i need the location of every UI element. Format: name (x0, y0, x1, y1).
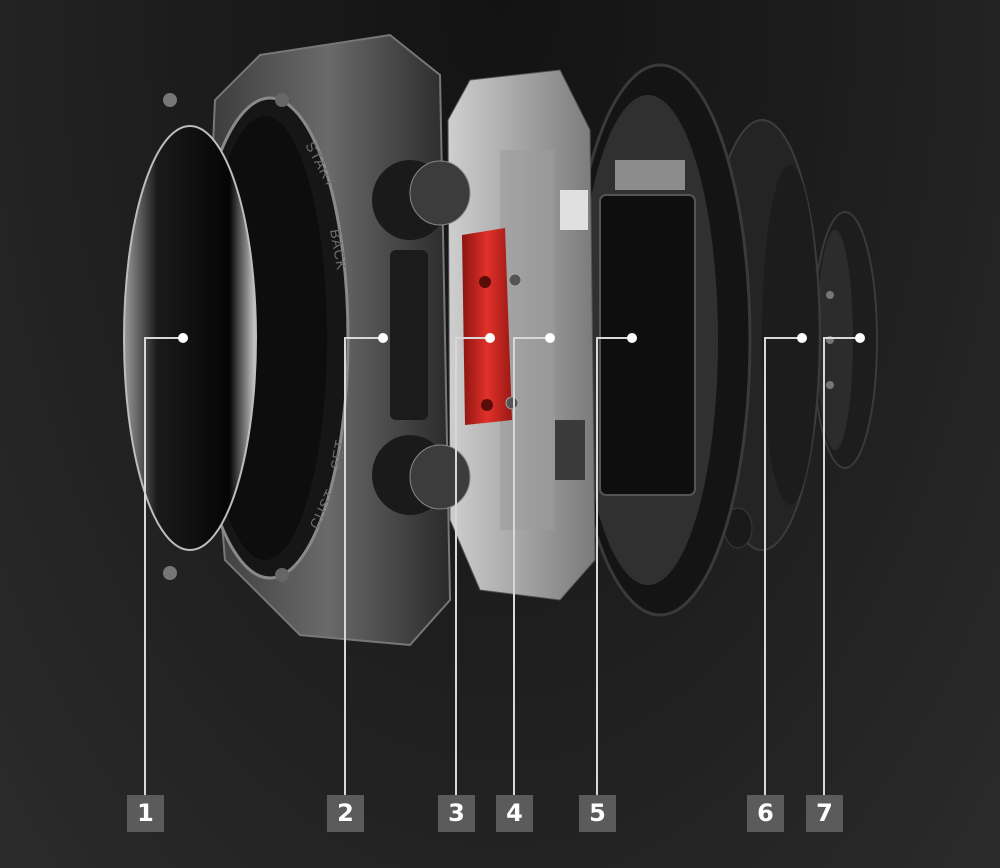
case-label-set: SET (327, 438, 348, 471)
leader-dots (178, 333, 865, 343)
callout-2: 2 (327, 795, 364, 832)
leader-line-1 (144, 337, 183, 795)
leader-line-5 (596, 337, 632, 795)
back-housing (568, 63, 752, 617)
case-label-back: BACK (327, 228, 350, 272)
screw-icon (163, 93, 177, 107)
callout-5: 5 (579, 795, 616, 832)
callout-4: 4 (496, 795, 533, 832)
top-button (372, 160, 471, 240)
callout-6: 6 (747, 795, 784, 832)
screw-icon (275, 93, 289, 107)
callout-1: 1 (127, 795, 164, 832)
leader-line-7 (823, 337, 860, 795)
leader-line-2 (344, 337, 383, 795)
sensor-module (812, 211, 878, 469)
screw-icon (275, 568, 289, 582)
mainboard (447, 69, 596, 601)
screw-icon (163, 566, 177, 580)
leader-line-6 (764, 337, 802, 795)
red-bracket (462, 228, 512, 425)
display-glass (123, 93, 257, 580)
watch-case: START BACK SET CUST (190, 33, 471, 647)
leader-line-3 (455, 337, 490, 795)
callout-7: 7 (806, 795, 843, 832)
callout-3: 3 (438, 795, 475, 832)
leader-lines (144, 337, 860, 795)
leader-line-4 (513, 337, 550, 795)
